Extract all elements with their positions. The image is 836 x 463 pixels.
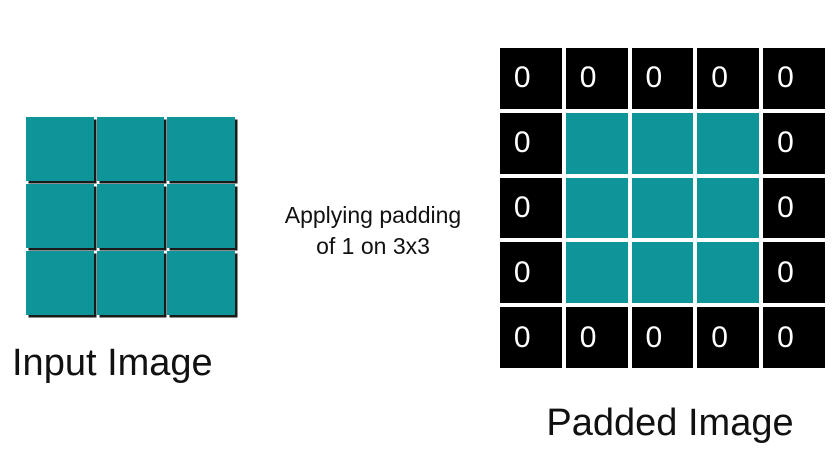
padded-cell-value: 0 [513, 190, 531, 224]
padded-cell-image [631, 242, 694, 304]
padded-cell-zero: 0 [500, 112, 562, 174]
padded-cell-value: 0 [513, 61, 531, 95]
input-cell [26, 251, 94, 315]
padded-cell-value: 0 [579, 320, 597, 354]
padded-cell-value: 0 [513, 320, 531, 354]
padded-cell-value: 0 [777, 190, 794, 224]
padded-cell-value: 0 [777, 320, 794, 354]
padded-cell-value: 0 [579, 61, 597, 95]
padded-cell-zero: 0 [631, 307, 694, 368]
padded-cell-image [565, 242, 628, 304]
padded-cell-zero: 0 [631, 48, 694, 109]
padded-cell-zero: 0 [763, 112, 825, 174]
padding-caption-line-2: of 1 on 3x3 [316, 233, 430, 259]
input-cell [96, 251, 165, 315]
padded-cell-value: 0 [777, 126, 794, 160]
padded-cell-zero: 0 [565, 48, 628, 109]
padded-cell-value: 0 [711, 320, 728, 354]
input-cell [167, 184, 235, 248]
input-cell [26, 184, 94, 248]
padded-cell-value: 0 [513, 255, 531, 289]
padded-cell-zero: 0 [763, 242, 825, 304]
padded-cell-value: 0 [777, 61, 794, 95]
padded-image-grid: 0 0 0 0 0 0 0 0 0 0 0 0 0 0 0 0 [500, 48, 825, 368]
padded-cell-value: 0 [645, 320, 663, 354]
padding-caption-line-1: Applying padding [284, 202, 462, 228]
padded-cell-image [697, 112, 760, 174]
padded-cell-zero: 0 [763, 48, 825, 109]
padded-cell-value: 0 [711, 61, 728, 95]
input-cell [167, 251, 235, 315]
padded-cell-zero: 0 [763, 177, 825, 239]
padded-cell-image [697, 242, 760, 304]
padded-cell-image [631, 112, 694, 174]
padded-cell-value: 0 [513, 126, 531, 160]
input-cell [26, 117, 94, 181]
padded-cell-value: 0 [645, 61, 663, 95]
padded-image-label: Padded Image [546, 402, 794, 444]
input-cell [96, 184, 165, 248]
padded-cell-zero: 0 [500, 177, 562, 239]
padded-cell-zero: 0 [697, 48, 760, 109]
padded-cell-zero: 0 [500, 48, 562, 109]
padded-cell-value: 0 [777, 255, 794, 289]
padded-cell-image [565, 177, 628, 239]
padded-cell-zero: 0 [500, 242, 562, 304]
padded-cell-image [697, 177, 760, 239]
input-cell [167, 117, 235, 181]
padded-cell-zero: 0 [697, 307, 760, 368]
padding-caption: Applying padding of 1 on 3x3 [252, 200, 494, 262]
input-image-grid [26, 117, 235, 315]
input-image-label: Input Image [12, 342, 213, 384]
padded-cell-zero: 0 [500, 307, 562, 368]
padded-cell-image [631, 177, 694, 239]
input-cell [96, 117, 165, 181]
padded-cell-zero: 0 [565, 307, 628, 368]
padded-cell-image [565, 112, 628, 174]
padded-cell-zero: 0 [763, 307, 825, 368]
